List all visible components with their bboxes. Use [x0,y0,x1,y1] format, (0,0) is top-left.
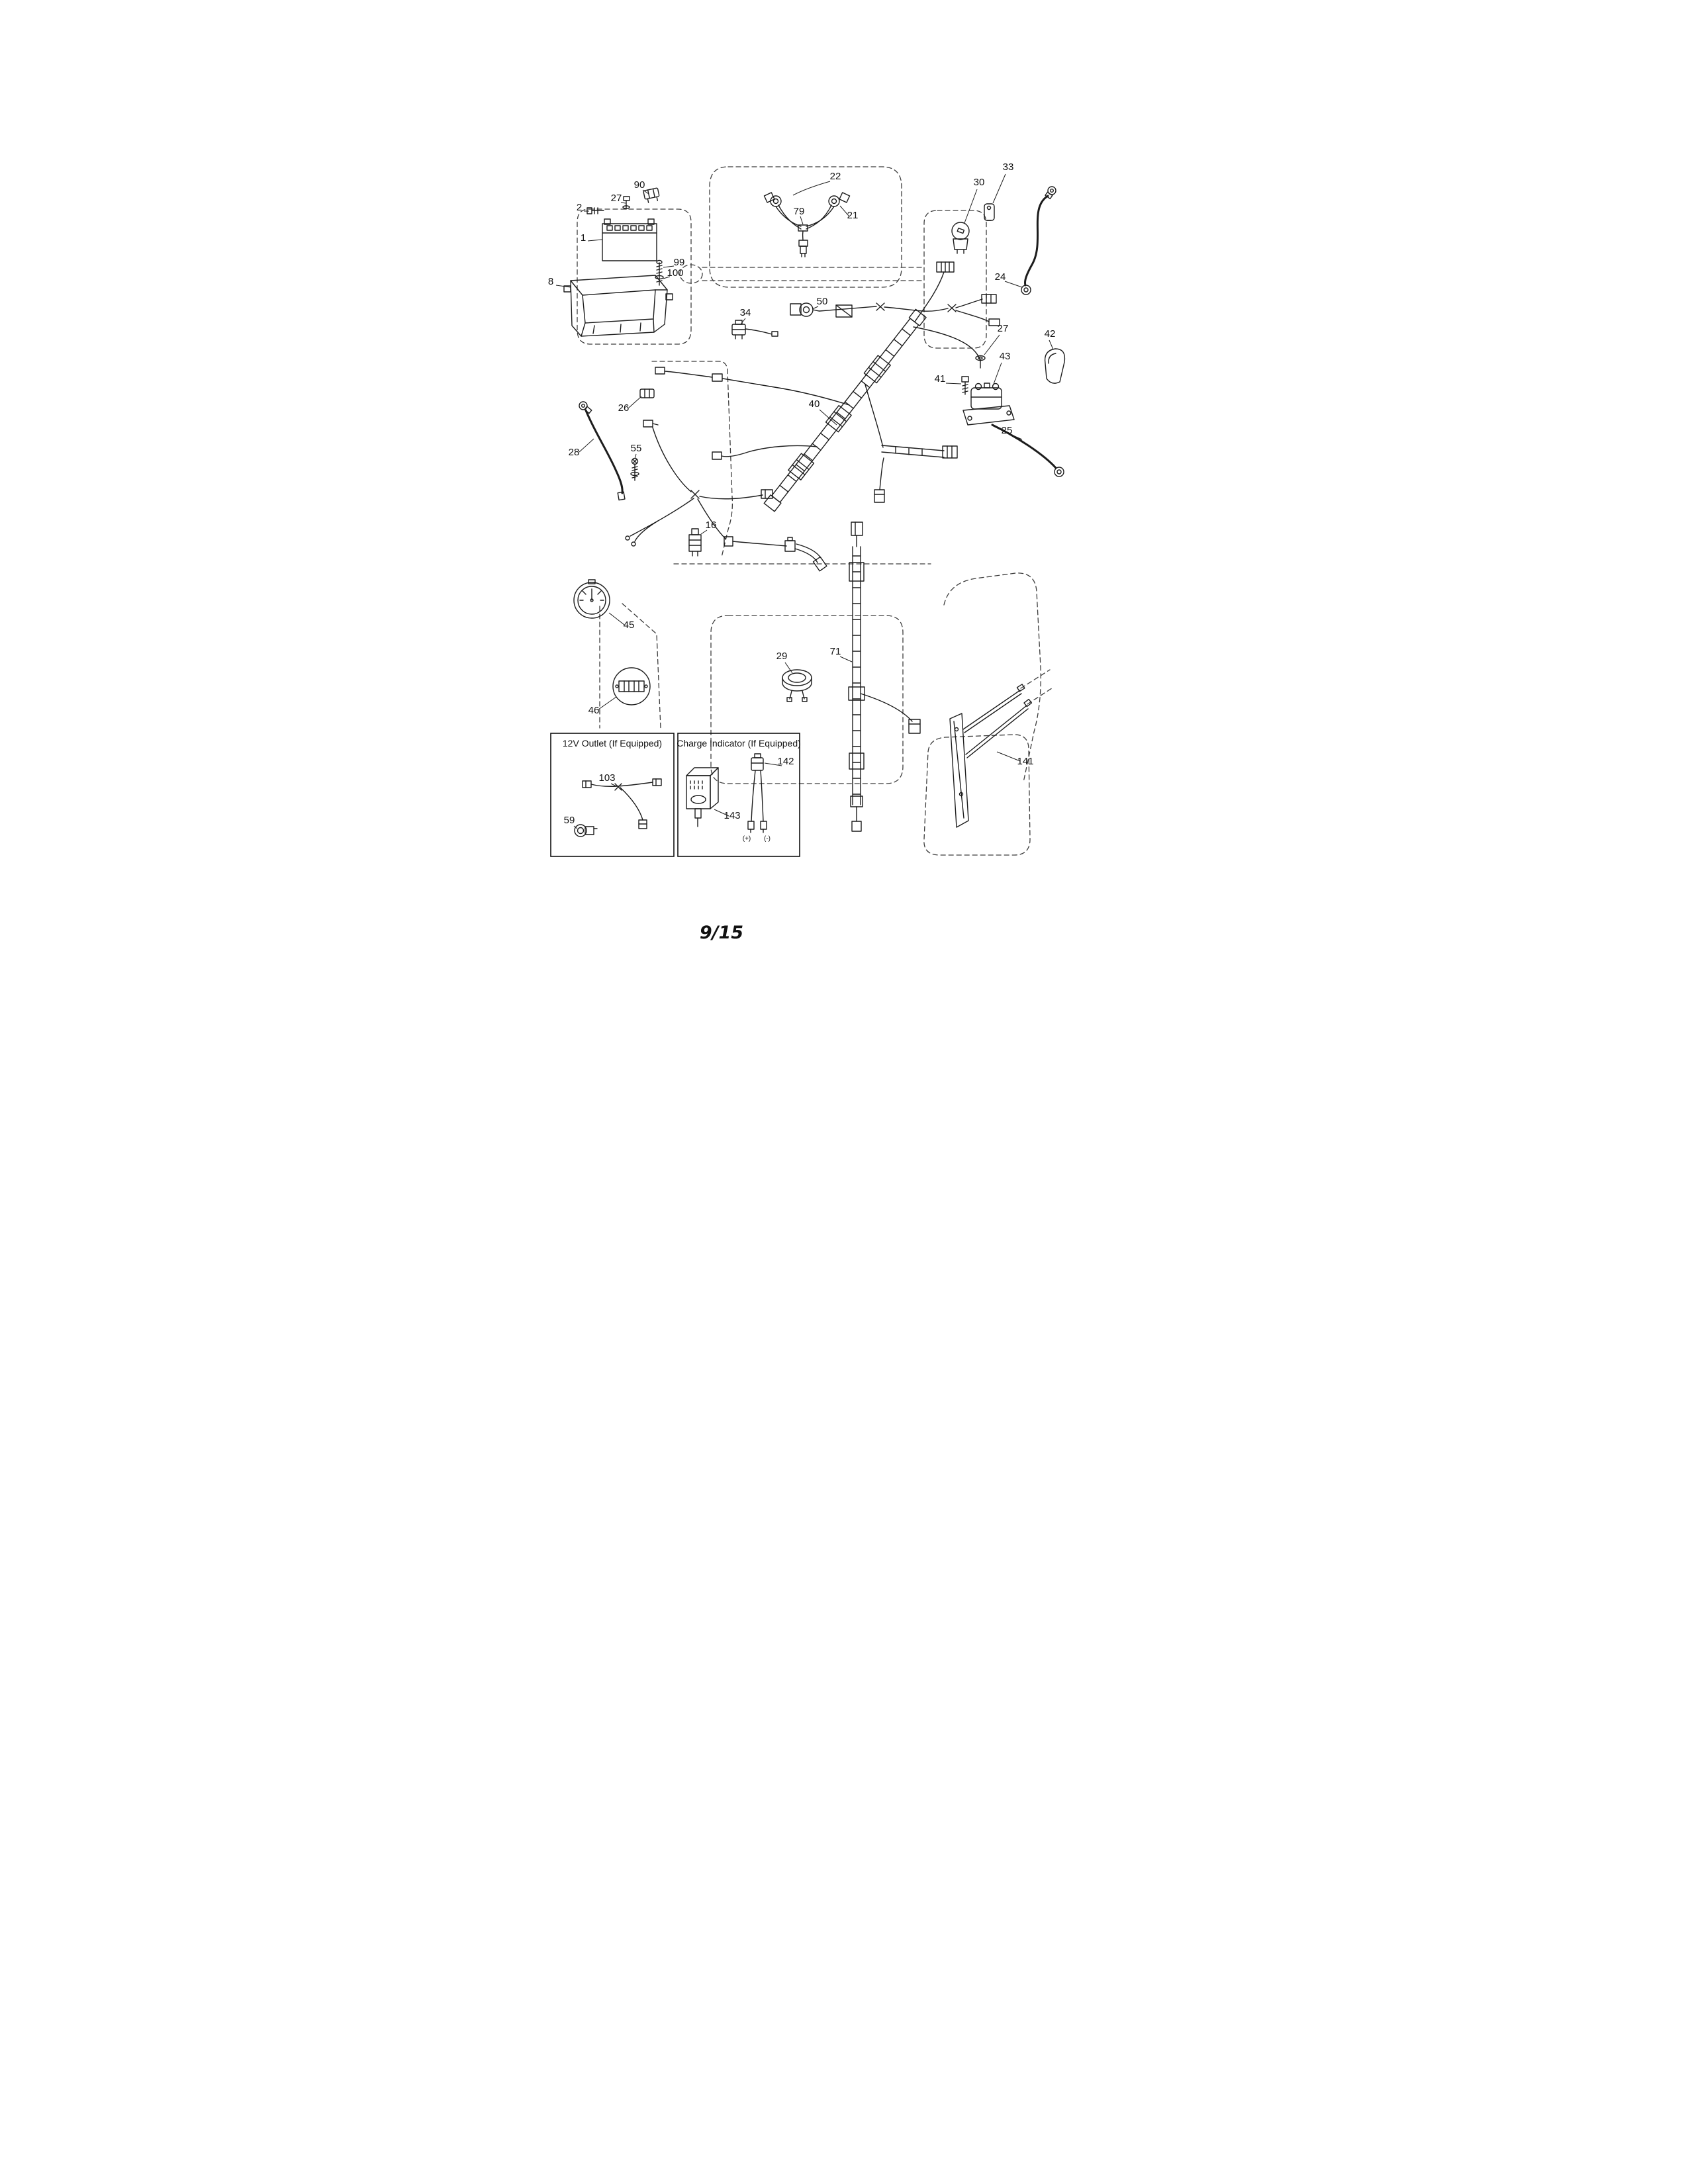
callout-71: 71 [829,646,841,657]
charge-connector-142 [747,753,767,833]
callout-34: 34 [739,307,751,318]
callout-99: 99 [673,257,684,268]
callout-79: 79 [793,206,804,217]
outlet-harness-103 [581,778,662,829]
outlet-panel-border [549,733,675,857]
hour-meter-46 [612,667,651,705]
callout-8: 8 [547,276,553,287]
callout-26: 26 [618,402,629,414]
fuse-26 [639,388,655,398]
callout-33: 33 [1002,161,1013,173]
callout-100: 100 [667,267,683,279]
callout-1: 1 [580,232,585,244]
outlet-socket-59 [573,824,598,837]
charge-panel-title: Charge Indicator (If Equipped) [677,738,801,749]
charge-minus-label: (-) [764,835,771,842]
callout-21: 21 [847,210,858,221]
callout-2: 2 [576,202,581,213]
callout-59: 59 [563,815,575,826]
ammeter-45 [573,579,610,619]
ignition-switch [951,222,970,254]
terminal-boot-42 [1044,348,1065,384]
switch-34 [731,320,778,340]
callout-40: 40 [808,398,820,410]
callout-41: 41 [934,373,945,385]
callout-42: 42 [1044,328,1055,340]
switch-16 [688,528,702,557]
seat-wires [731,537,827,572]
page-number: 9/15 [699,923,743,943]
charge-panel: Charge Indicator (If Equipped) (+) (-) [677,733,801,857]
callout-141: 141 [1017,756,1033,767]
callout-16: 16 [705,520,716,531]
callout-143: 143 [724,810,740,821]
dashed-chassis-outlines [576,166,1055,856]
callout-43: 43 [999,351,1010,362]
key-33 [983,203,995,221]
callout-29: 29 [776,651,787,662]
part-callouts: 90 27 2 1 99 100 8 22 79 21 30 33 24 34 … [547,161,1055,826]
screw-55 [630,457,639,481]
tray-screws-99-100 [654,259,664,286]
battery [601,218,657,261]
callout-46: 46 [588,705,599,716]
fuse-holder-90 [642,187,659,203]
charge-indicator-143 [685,767,719,827]
headlight-harness [763,192,850,257]
charge-plus-label: (+) [742,835,751,842]
seat-switch-29 [781,669,812,702]
parts-diagram-sheet: 12V Outlet (If Equipped) Charge Indicato… [422,0,1266,1092]
callout-28: 28 [568,447,579,458]
callout-22: 22 [829,171,841,182]
ground-cable-24 [1020,186,1056,295]
switch-50 [789,302,853,318]
charge-panel-border [677,733,800,857]
outlet-panel-title: 12V Outlet (If Equipped) [562,738,661,749]
callout-103: 103 [598,772,615,784]
solenoid-43 [961,355,1015,426]
harness-71 [847,522,921,832]
battery-tray [563,275,673,337]
main-harness-40 [763,308,927,512]
callout-90: 90 [633,179,645,191]
callout-50: 50 [816,296,827,307]
outlet-panel: 12V Outlet (If Equipped) [549,733,675,857]
battery-cable-25 [991,424,1064,477]
callout-45: 45 [623,619,634,631]
callout-142: 142 [777,756,794,767]
leader-lines [555,173,1053,829]
ground-cable-28 [578,401,626,501]
harness-upper-wires [818,261,1000,326]
chute-bracket-141 [949,684,1032,828]
electrical-parts-diagram: 12V Outlet (If Equipped) Charge Indicato… [422,0,1266,1092]
bolt-27a [622,196,630,210]
callout-27a: 27 [610,193,622,204]
harness-branch-wires [624,326,981,547]
callout-55: 55 [630,443,641,454]
callout-25: 25 [1001,425,1012,436]
callout-27b: 27 [997,323,1008,334]
callout-24: 24 [994,271,1006,283]
callout-30: 30 [973,177,984,188]
